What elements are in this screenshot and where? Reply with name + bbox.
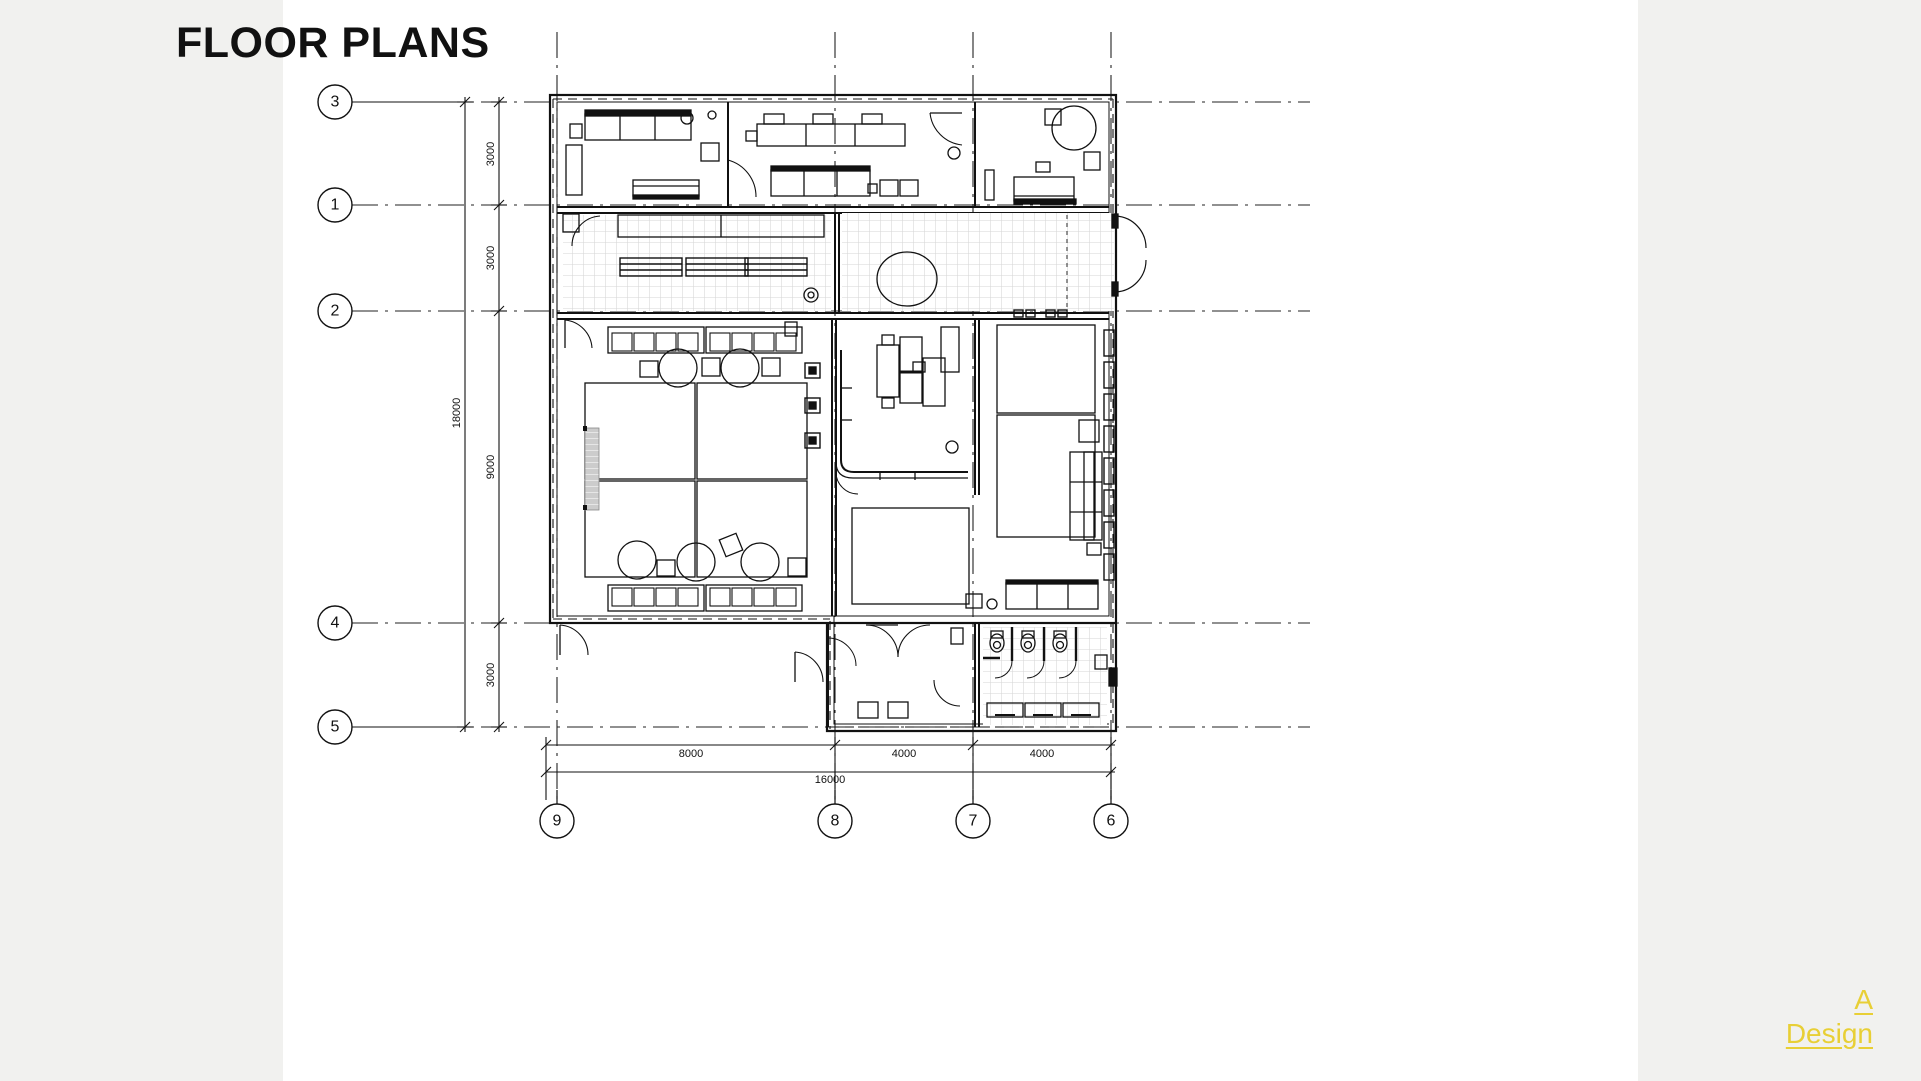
grid-bubble-label: 3 [331, 94, 340, 111]
grid-bubble-1 [317, 187, 353, 223]
room-lower-meeting [794, 624, 964, 719]
dimension-label-horizontal: 4000 [1030, 748, 1054, 760]
grid-bubble-label: 7 [969, 813, 978, 830]
room-suite-top-right [984, 105, 1101, 205]
grid-bubble-6 [1093, 803, 1129, 839]
grid-bubble-label: 1 [331, 197, 340, 214]
toilet-fixture [1052, 630, 1068, 653]
dimension-label-vertical: 3000 [485, 246, 497, 270]
page-title: FLOOR PLANS [176, 19, 490, 67]
grid-bubble-label: 2 [331, 303, 340, 320]
grid-bubble-2 [317, 293, 353, 329]
grid-bubble-label: 4 [331, 615, 340, 632]
grid-bubble-7 [955, 803, 991, 839]
dimension-label-vertical: 9000 [485, 455, 497, 479]
logo-line-2: Design [1785, 1017, 1873, 1049]
room-east-suites [996, 309, 1115, 610]
grid-bubble-label: 9 [553, 813, 562, 830]
room-office-top-middle [745, 112, 963, 197]
dimension-chain-vertical [352, 96, 507, 733]
exterior-wall-hatch [552, 98, 1114, 729]
brand-logo[interactable]: A Design [1786, 983, 1873, 1051]
grid-bubble-9 [539, 803, 575, 839]
grid-bubble-8 [817, 803, 853, 839]
right-margin-band [1638, 0, 1921, 1081]
toilet-fixture [1020, 630, 1036, 653]
grid-bubbles-left [317, 84, 353, 745]
grid-bubbles-bottom [539, 790, 1129, 839]
dimension-label-overall-vertical: 18000 [451, 398, 463, 429]
dimension-chain-horizontal [540, 737, 1117, 800]
tiled-floor-zones [563, 213, 1114, 725]
room-restrooms [983, 627, 1118, 718]
dimension-label-vertical: 3000 [485, 663, 497, 687]
zone-atrium-right [876, 213, 1147, 309]
dimension-label-overall-horizontal: 16000 [815, 774, 846, 786]
grid-bubble-label: 8 [831, 813, 840, 830]
grid-bubble-label: 5 [331, 719, 340, 736]
grid-bubble-label: 6 [1107, 813, 1116, 830]
dimension-label-horizontal: 8000 [679, 748, 703, 760]
toilet-fixture [989, 630, 1005, 653]
logo-line-1: A [1854, 983, 1873, 1015]
stair-run [583, 426, 600, 511]
interior-walls [557, 102, 1109, 727]
dimension-label-vertical: 3000 [485, 142, 497, 166]
room-kitchen-service [835, 326, 998, 610]
dimension-label-horizontal: 4000 [892, 748, 916, 760]
room-dining-hall [559, 319, 821, 656]
zone-corridor-left [562, 213, 825, 303]
room-lounge-top-left [565, 109, 757, 200]
grid-bubble-4 [317, 605, 353, 641]
left-margin-band [0, 0, 283, 1081]
